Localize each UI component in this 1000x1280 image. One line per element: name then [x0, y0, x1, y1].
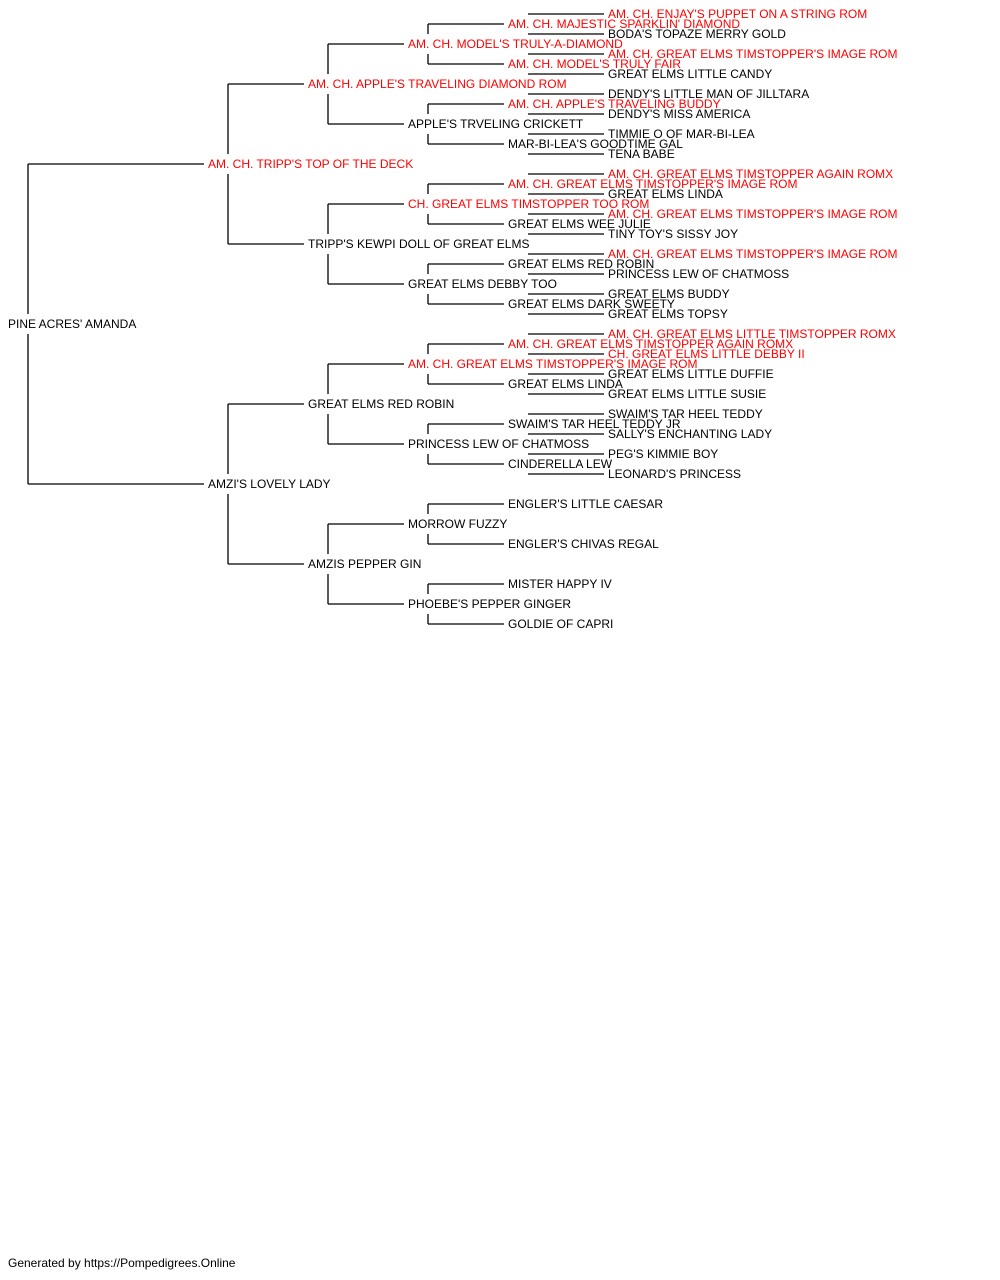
dog-name-gen3: PHOEBE'S PEPPER GINGER — [408, 597, 571, 611]
dog-name-gen5: DENDY'S LITTLE MAN OF JILLTARA — [608, 87, 809, 101]
dog-name-gen4: AM. CH. APPLE'S TRAVELING BUDDY — [508, 97, 721, 111]
dog-name-gen2: TRIPP'S KEWPI DOLL OF GREAT ELMS — [308, 237, 529, 251]
dog-name-gen4: GOLDIE OF CAPRI — [508, 617, 613, 631]
generated-by-footer: Generated by https://Pompedigrees.Online — [8, 1256, 236, 1270]
connector-lines — [27, 13, 604, 625]
dog-name-gen1: AMZI'S LOVELY LADY — [208, 477, 331, 491]
dog-name-gen5: SWAIM'S TAR HEEL TEDDY — [608, 407, 763, 421]
dog-name-gen4: GREAT ELMS WEE JULIE — [508, 217, 651, 231]
dog-name-gen5: LEONARD'S PRINCESS — [608, 467, 741, 481]
dog-name-gen0: PINE ACRES' AMANDA — [8, 317, 136, 331]
dog-name-gen5: PRINCESS LEW OF CHATMOSS — [608, 267, 789, 281]
dog-name-gen5: AM. CH. GREAT ELMS TIMSTOPPER'S IMAGE RO… — [608, 207, 897, 221]
dog-name-gen5: PEG'S KIMMIE BOY — [608, 447, 718, 461]
dog-name-gen4: AM. CH. MAJESTIC SPARKLIN' DIAMOND — [508, 17, 740, 31]
dog-name-gen4: MAR-BI-LEA'S GOODTIME GAL — [508, 137, 683, 151]
dog-name-gen5: GREAT ELMS LITTLE SUSIE — [608, 387, 766, 401]
dog-name-gen3: MORROW FUZZY — [408, 517, 507, 531]
dog-name-gen5: AM. CH. GREAT ELMS TIMSTOPPER'S IMAGE RO… — [608, 47, 897, 61]
dog-name-gen1: AM. CH. TRIPP'S TOP OF THE DECK — [208, 157, 413, 171]
dog-name-gen5: TINY TOY'S SISSY JOY — [608, 227, 738, 241]
dog-name-gen4: AM. CH. GREAT ELMS TIMSTOPPER'S IMAGE RO… — [508, 177, 797, 191]
dog-name-gen4: ENGLER'S CHIVAS REGAL — [508, 537, 659, 551]
dog-name-gen5: BODA'S TOPAZE MERRY GOLD — [608, 27, 786, 41]
dog-name-gen5: GREAT ELMS LITTLE CANDY — [608, 67, 772, 81]
dog-name-gen2: GREAT ELMS RED ROBIN — [308, 397, 454, 411]
dog-name-gen3: PRINCESS LEW OF CHATMOSS — [408, 437, 589, 451]
dog-name-gen5: AM. CH. GREAT ELMS LITTLE TIMSTOPPER ROM… — [608, 327, 896, 341]
dog-name-gen4: GREAT ELMS LINDA — [508, 377, 623, 391]
dog-labels: PINE ACRES' AMANDA AM. CH. TRIPP'S TOP OF… — [8, 7, 897, 631]
dog-name-gen5: GREAT ELMS TOPSY — [608, 307, 728, 321]
dog-name-gen5: AM. CH. ENJAY'S PUPPET ON A STRING ROM — [608, 7, 867, 21]
dog-name-gen5: GREAT ELMS LINDA — [608, 187, 723, 201]
dog-name-gen2: AMZIS PEPPER GIN — [308, 557, 421, 571]
dog-name-gen5: DENDY'S MISS AMERICA — [608, 107, 750, 121]
dog-name-gen5: GREAT ELMS LITTLE DUFFIE — [608, 367, 774, 381]
dog-name-gen3: APPLE'S TRVELING CRICKETT — [408, 117, 584, 131]
dog-name-gen5: TIMMIE O OF MAR-BI-LEA — [608, 127, 755, 141]
dog-name-gen3: CH. GREAT ELMS TIMSTOPPER TOO ROM — [408, 197, 649, 211]
dog-name-gen4: GREAT ELMS RED ROBIN — [508, 257, 654, 271]
dog-name-gen4: MISTER HAPPY IV — [508, 577, 612, 591]
dog-name-gen3: GREAT ELMS DEBBY TOO — [408, 277, 557, 291]
dog-name-gen5: CH. GREAT ELMS LITTLE DEBBY II — [608, 347, 805, 361]
dog-name-gen4: AM. CH. MODEL'S TRULY FAIR — [508, 57, 681, 71]
dog-name-gen4: ENGLER'S LITTLE CAESAR — [508, 497, 663, 511]
dog-name-gen4: CINDERELLA LEW — [508, 457, 613, 471]
dog-name-gen5: GREAT ELMS BUDDY — [608, 287, 730, 301]
dog-name-gen4: SWAIM'S TAR HEEL TEDDY JR — [508, 417, 681, 431]
dog-name-gen3: AM. CH. GREAT ELMS TIMSTOPPER'S IMAGE RO… — [408, 357, 697, 371]
dog-name-gen5: AM. CH. GREAT ELMS TIMSTOPPER'S IMAGE RO… — [608, 247, 897, 261]
pedigree-tree: PINE ACRES' AMANDA AM. CH. TRIPP'S TOP OF… — [8, 7, 897, 631]
dog-name-gen5: AM. CH. GREAT ELMS TIMSTOPPER AGAIN ROMX — [608, 167, 893, 181]
dog-name-gen5: TENA BABE — [608, 147, 675, 161]
dog-name-gen5: SALLY'S ENCHANTING LADY — [608, 427, 772, 441]
dog-name-gen4: GREAT ELMS DARK SWEETY — [508, 297, 675, 311]
dog-name-gen4: AM. CH. GREAT ELMS TIMSTOPPER AGAIN ROMX — [508, 337, 793, 351]
dog-name-gen2: AM. CH. APPLE'S TRAVELING DIAMOND ROM — [308, 77, 567, 91]
dog-name-gen3: AM. CH. MODEL'S TRULY-A-DIAMOND — [408, 37, 623, 51]
